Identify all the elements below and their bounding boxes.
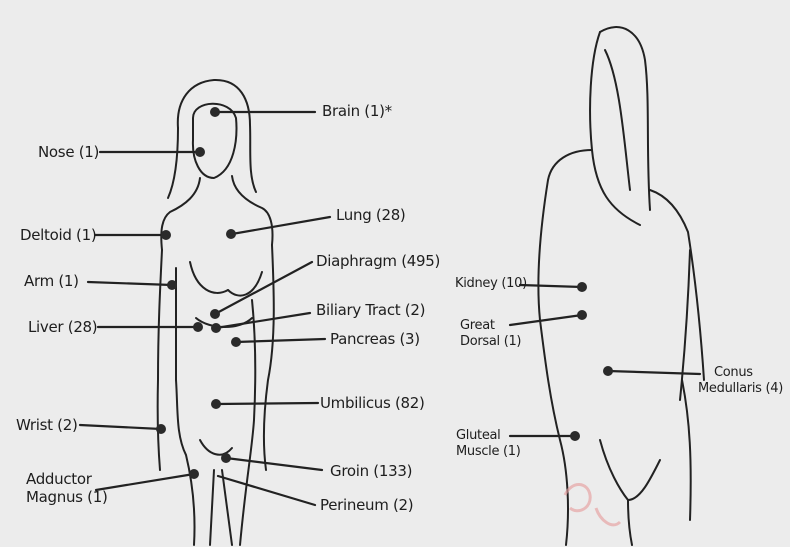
label-diaphragm: Diaphragm (495) <box>316 252 440 270</box>
watermark <box>565 484 620 524</box>
label-biliary-tract: Biliary Tract (2) <box>316 301 425 319</box>
marker-dots <box>156 107 613 479</box>
label-great-dorsal: Great Dorsal (1) <box>460 318 521 350</box>
label-arm: Arm (1) <box>24 272 79 290</box>
label-pancreas: Pancreas (3) <box>330 330 420 348</box>
label-gluteal-line1: Gluteal <box>456 428 521 444</box>
label-deltoid: Deltoid (1) <box>20 226 96 244</box>
label-liver: Liver (28) <box>28 318 97 336</box>
label-kidney: Kidney (10) <box>455 276 527 292</box>
label-gluteal-muscle: Gluteal Muscle (1) <box>456 428 521 460</box>
label-adductor-line1: Adductor <box>26 470 108 488</box>
label-wrist: Wrist (2) <box>16 416 78 434</box>
label-brain: Brain (1)* <box>322 102 392 120</box>
label-adductor-line2: Magnus (1) <box>26 488 108 506</box>
label-perineum: Perineum (2) <box>320 496 413 514</box>
label-gluteal-line2: Muscle (1) <box>456 444 521 460</box>
label-conus-medullaris: Conus Medullaris (4) <box>698 365 783 397</box>
label-great-dorsal-line1: Great <box>460 318 521 334</box>
label-umbilicus: Umbilicus (82) <box>320 394 425 412</box>
label-nose: Nose (1) <box>38 143 99 161</box>
label-lung: Lung (28) <box>336 206 406 224</box>
label-conus-line2: Medullaris (4) <box>698 381 783 397</box>
label-groin: Groin (133) <box>330 462 412 480</box>
label-adductor-magnus: Adductor Magnus (1) <box>26 470 108 506</box>
label-conus-line1: Conus <box>698 365 783 381</box>
label-great-dorsal-line2: Dorsal (1) <box>460 334 521 350</box>
